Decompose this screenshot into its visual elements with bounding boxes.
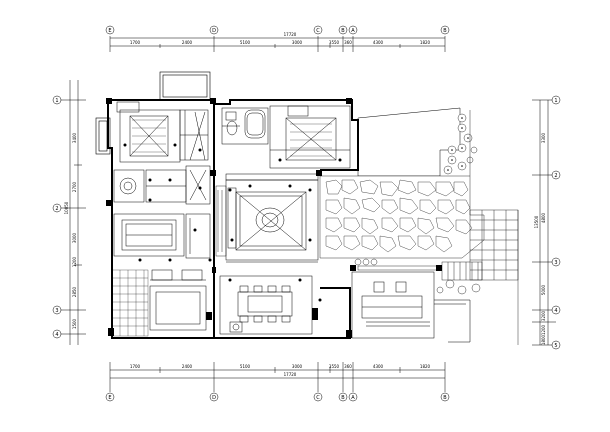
- bathroom: [221, 107, 269, 145]
- bay-window-left: [95, 117, 111, 155]
- top-dimension-line: [109, 36, 446, 52]
- right-dimension-values: 3300 4800 5000 3200 1200 1800: [541, 132, 546, 345]
- terrace: [351, 271, 471, 343]
- left-axis-markers: [52, 95, 62, 339]
- axis-label: A: [351, 28, 355, 34]
- dim-value: 360: [344, 364, 352, 369]
- axis-label: B: [443, 395, 447, 401]
- structural-columns: [106, 98, 442, 338]
- dim-value: 5100: [240, 40, 251, 45]
- dim-value: 360: [344, 40, 352, 45]
- axis-label: B: [443, 28, 447, 34]
- axis-label: 5: [554, 343, 557, 349]
- bedroom-2: [269, 105, 351, 169]
- garden-lawn: [357, 107, 461, 177]
- axis-label: C: [316, 395, 320, 401]
- bottom-dimension-line: [109, 362, 446, 392]
- dim-value: 3300: [541, 132, 546, 143]
- axis-label: E: [108, 28, 111, 34]
- axis-label: 2: [554, 173, 557, 179]
- dim-value: 3000: [72, 232, 77, 243]
- dim-value: 4300: [373, 364, 384, 369]
- axis-label: A: [351, 395, 355, 401]
- bedroom-1: [116, 101, 209, 163]
- stone-paving: [319, 175, 485, 259]
- dim-value: 3550: [329, 364, 340, 369]
- dim-value: 1500: [72, 318, 77, 329]
- axis-label: 4: [55, 332, 58, 338]
- ceiling-light-markers: [123, 143, 342, 302]
- guest-room: [113, 213, 211, 259]
- dim-value: 1800: [541, 334, 546, 345]
- axis-label: C: [316, 28, 320, 34]
- axis-label: D: [212, 28, 216, 34]
- dim-value: 1820: [420, 364, 431, 369]
- top-axis-markers: [105, 25, 450, 35]
- kitchen-counter: [149, 269, 207, 331]
- dim-value: 1200: [72, 256, 77, 267]
- dim-value: 3000: [292, 40, 303, 45]
- dim-value: 1200: [541, 324, 546, 335]
- bottom-axis-markers: [105, 392, 450, 402]
- bottom-axis-labels: E D C B A B: [108, 395, 447, 401]
- right-axis-markers: [551, 95, 561, 350]
- dim-value: 5000: [541, 284, 546, 295]
- bottom-dimension-values: 1700 2400 5100 3000 3550 360 4300 1820: [130, 364, 431, 369]
- axis-label: 3: [554, 260, 557, 266]
- dim-value: 2700: [72, 181, 77, 192]
- left-total-dimension: 10050: [64, 201, 69, 214]
- right-total-dimension: 13500: [534, 215, 539, 228]
- overall-dimension-bottom: 17720: [284, 372, 297, 377]
- dim-value: 4800: [541, 212, 546, 223]
- right-dimension-line: [532, 99, 556, 346]
- dim-value: 2400: [182, 40, 193, 45]
- kitchen-tile-grid: [111, 269, 149, 337]
- balcony-top: [159, 71, 211, 101]
- bedroom-2-hatch: [290, 123, 332, 157]
- dim-value: 3400: [72, 132, 77, 143]
- dining-area: [219, 275, 313, 335]
- dim-value: 3000: [292, 364, 303, 369]
- axis-label: 3: [55, 308, 58, 314]
- dim-value: 3200: [541, 310, 546, 321]
- left-axis-labels: 1 2 3 4: [55, 98, 58, 338]
- right-axis-labels: 1 2 3 4 5: [554, 98, 557, 349]
- site-boundary: [469, 110, 519, 345]
- axis-label: E: [108, 395, 111, 401]
- shrub-dots: [447, 117, 469, 171]
- axis-label: 2: [55, 206, 58, 212]
- tv-wall: [215, 185, 227, 257]
- living-room: [225, 173, 319, 263]
- dim-value: 3550: [329, 40, 340, 45]
- dim-value: 1700: [130, 40, 141, 45]
- axis-label: 1: [55, 98, 58, 104]
- dim-value: 1820: [420, 40, 431, 45]
- dim-value: 2400: [182, 364, 193, 369]
- bedroom-1-hatch: [132, 119, 166, 153]
- overall-dimension-top: 17720: [284, 32, 297, 37]
- left-dimension-values: 3400 2700 3000 1200 2850 1500: [72, 132, 77, 329]
- step-strip: [357, 261, 483, 281]
- left-dimension-line: [60, 80, 86, 345]
- axis-label: 4: [554, 308, 557, 314]
- dim-value: 2850: [72, 286, 77, 297]
- dim-value: 1700: [130, 364, 141, 369]
- dim-value: 5100: [240, 364, 251, 369]
- axis-label: D: [212, 395, 216, 401]
- stone-pattern: [325, 179, 473, 253]
- axis-label: 1: [554, 98, 557, 104]
- study-room: [113, 165, 211, 205]
- axis-label: B: [341, 28, 345, 34]
- top-axis-labels: E D C B A B: [108, 28, 447, 34]
- dim-value: 4300: [373, 40, 384, 45]
- top-dimension-values: 1700 2400 5100 3000 3550 360 4300 1820: [130, 40, 431, 45]
- axis-label: B: [341, 395, 345, 401]
